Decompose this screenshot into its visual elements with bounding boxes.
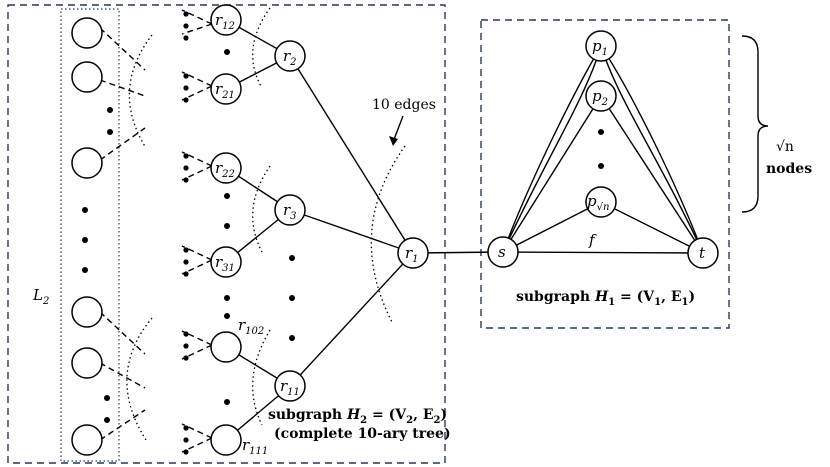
node-t [687, 237, 719, 269]
l2-node [71, 347, 103, 379]
node-r11 [274, 370, 306, 402]
label-r31: r31 [215, 253, 235, 274]
h2-edges [225, 19, 504, 441]
l2-nodes [71, 17, 103, 456]
label-r11: r11 [280, 377, 300, 398]
node-psqrtn [585, 186, 617, 218]
node-r31 [210, 246, 242, 278]
l2-node [71, 61, 103, 93]
label-r1: r1 [405, 244, 419, 265]
node-p2 [585, 80, 617, 112]
label-s: s [498, 243, 506, 261]
label-edge-f: f [588, 231, 597, 249]
label-p2: p2 [592, 87, 608, 108]
ten-edges-arrow [389, 115, 404, 146]
label-r111: r111 [242, 436, 268, 457]
l2-node [71, 147, 103, 179]
tree-nodes [210, 4, 719, 456]
label-psqrtn: p√n [587, 192, 609, 213]
leaf-dashed-stubs [181, 9, 213, 453]
node-s [487, 236, 519, 268]
brace [741, 35, 769, 213]
label-r12: r12 [215, 11, 235, 32]
node-r1 [397, 237, 429, 269]
label-r2: r2 [283, 47, 297, 68]
node-p1 [585, 30, 617, 62]
node-r102 [210, 331, 242, 363]
level-l2-box [60, 8, 120, 462]
nodes-label: nodes [766, 161, 812, 177]
node-r2 [274, 40, 306, 72]
complete-tree-caption: (complete 10-ary tree) [274, 426, 451, 442]
node-labels: r12 r21 r2 r22 r3 r31 r102 r11 r111 r1 s… [32, 11, 706, 457]
node-r22 [210, 152, 242, 184]
label-l2: L2 [32, 286, 49, 307]
label-t: t [699, 244, 706, 262]
ten-edges-label: 10 edges [372, 97, 436, 113]
ellipsis-dots [82, 11, 604, 455]
subgraph-h2-caption: subgraph H2 = (V2, E2) [268, 407, 447, 426]
label-r3: r3 [283, 201, 297, 222]
subgraph-h1-caption: subgraph H1 = (V1, E1) [516, 289, 695, 308]
sqrt-n-label: √n [776, 139, 794, 155]
label-p1: p1 [592, 37, 608, 58]
label-r102: r102 [238, 316, 264, 337]
l2-node [71, 296, 103, 328]
node-r111 [210, 424, 242, 456]
label-r21: r21 [215, 80, 235, 101]
subgraph-h1-box [480, 19, 730, 329]
l2-node [71, 424, 103, 456]
h1-edges [502, 45, 704, 254]
node-r21 [210, 73, 242, 105]
node-r12 [210, 4, 242, 36]
l2-node [71, 17, 103, 49]
l2-dashed-edges [99, 27, 146, 441]
dotted-arcs [126, 7, 406, 441]
node-r3 [274, 194, 306, 226]
label-r22: r22 [215, 159, 235, 180]
